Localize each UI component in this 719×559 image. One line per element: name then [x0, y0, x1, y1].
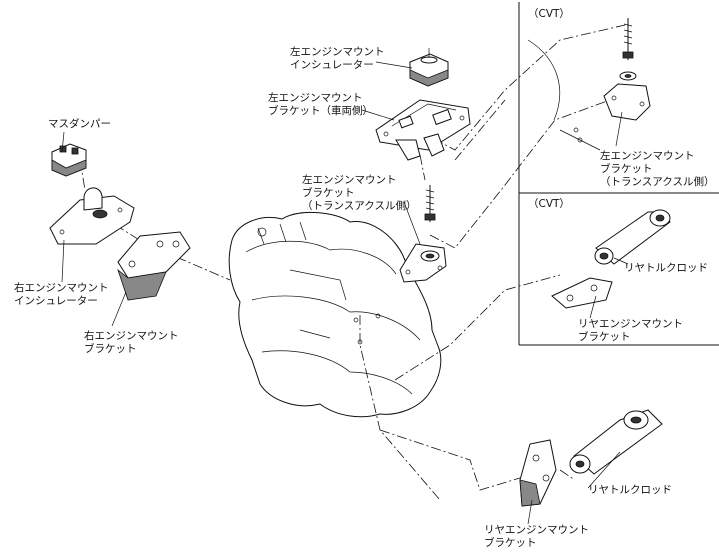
cvt-top-bolt — [619, 18, 637, 81]
mass-damper-part — [51, 143, 87, 177]
cvt-inset-frame — [518, 2, 719, 346]
label-rear-rod: リヤトルクロッド — [588, 484, 672, 496]
rear-torque-rod-part — [569, 409, 663, 475]
label-mass-damper: マスダンパー — [48, 118, 111, 130]
left-mount-bracket-vehicle-part — [375, 99, 471, 161]
rear-mount-bracket-part — [519, 439, 557, 507]
transaxle-bolt — [424, 185, 436, 222]
right-mount-insulator-part — [49, 187, 135, 245]
cvt-top-bracket-part — [527, 39, 651, 151]
left-mount-insulator-part — [409, 48, 449, 87]
label-right-mount-insulator: 右エンジンマウント インシュレーター — [14, 282, 109, 307]
label-cvt-top-bracket: 左エンジンマウント ブラケット （トランスアクスル側） — [600, 150, 715, 188]
label-cvt-top-tag: （CVT） — [528, 8, 570, 20]
label-left-mount-insulator: 左エンジンマウント インシュレーター — [290, 46, 385, 71]
right-mount-bracket-part — [117, 231, 191, 301]
label-cvt-mid-tag: （CVT） — [528, 198, 570, 210]
label-left-mount-bracket-transaxle: 左エンジンマウント ブラケット （トランスアクスル側） — [302, 174, 417, 212]
cvt-rear-torque-rod-part — [594, 209, 671, 265]
leader-lines — [61, 61, 629, 525]
label-cvt-rear-bracket: リヤエンジンマウント ブラケット — [578, 318, 683, 343]
left-mount-bracket-transaxle-part — [399, 243, 447, 283]
cvt-rear-bracket-part — [551, 277, 613, 309]
label-right-mount-bracket: 右エンジンマウント ブラケット — [84, 330, 179, 355]
label-cvt-rear-rod: リヤトルクロッド — [624, 262, 708, 274]
engine-block — [228, 211, 442, 418]
label-rear-bracket: リヤエンジンマウント ブラケット — [484, 524, 589, 549]
label-left-mount-bracket-vehicle: 左エンジンマウント ブラケット（車両側） — [268, 92, 373, 117]
